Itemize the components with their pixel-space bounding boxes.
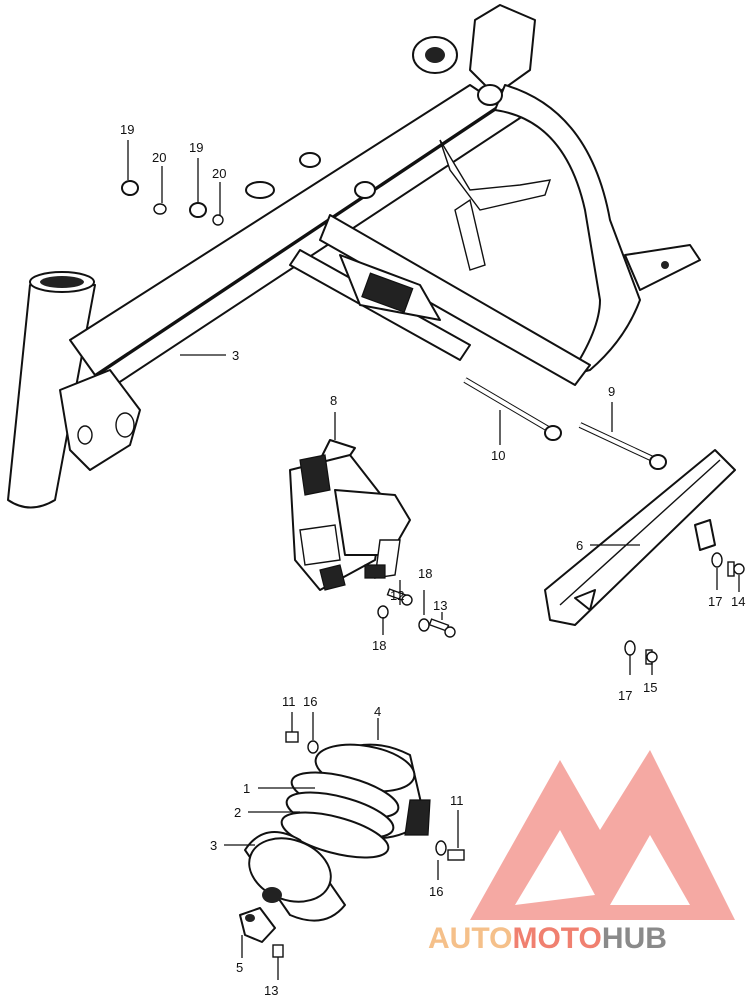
callout-10: 10 xyxy=(491,448,505,463)
watermark: AUTOMOTOHUB xyxy=(428,750,735,955)
svg-text:AUTOMOTOHUB: AUTOMOTOHUB xyxy=(428,922,667,955)
chain-guard xyxy=(544,449,736,626)
callout-13-right: 13 xyxy=(433,598,447,613)
watermark-auto: AUTO xyxy=(428,922,512,955)
callout-18-left: 18 xyxy=(372,638,386,653)
callout-16-right: 19 xyxy=(189,140,203,155)
callout-2: 2 xyxy=(234,805,241,820)
callout-19-right: 17 xyxy=(708,594,722,609)
watermark-moto: MOTO xyxy=(512,922,601,955)
leader-lines xyxy=(127,140,740,980)
drum-assembly xyxy=(244,743,431,922)
callout-8: 8 xyxy=(330,393,337,408)
callout-6: 6 xyxy=(576,538,583,553)
callout-11-top: 11 xyxy=(282,694,296,709)
callout-4: 4 xyxy=(374,704,381,719)
callout-7: 3 xyxy=(232,348,239,363)
callout-17-top: 16 xyxy=(303,694,317,709)
callout-15: 15 xyxy=(643,680,657,695)
callout-3-visible: 3 xyxy=(210,838,217,853)
callout-20-right: 20 xyxy=(212,166,226,181)
callout-5: 5 xyxy=(236,960,243,975)
callout-12: 13 xyxy=(264,983,278,998)
callout-14: 14 xyxy=(731,594,745,609)
watermark-hub: HUB xyxy=(602,922,667,955)
callout-16-left: 19 xyxy=(120,122,134,137)
callout-13-left: 12 xyxy=(390,588,404,603)
callout-9: 9 xyxy=(608,384,615,399)
callout-20-left: 20 xyxy=(152,150,166,165)
bolt-9 xyxy=(578,422,667,470)
bolt-10 xyxy=(463,377,562,441)
watermark-logo-mark xyxy=(470,750,735,920)
mounting-bracket xyxy=(289,439,411,591)
callout-1: 1 xyxy=(243,781,250,796)
callout-labels: 3 8 9 10 6 19 20 19 20 18 12 18 13 17 14… xyxy=(120,122,745,998)
clip xyxy=(239,907,276,943)
frame xyxy=(7,4,701,509)
callout-19-bottom: 17 xyxy=(618,688,632,703)
callout-11-right: 11 xyxy=(450,793,464,808)
callout-18-right: 18 xyxy=(418,566,432,581)
callout-17-bottom: 16 xyxy=(429,884,443,899)
fasteners xyxy=(121,180,745,958)
